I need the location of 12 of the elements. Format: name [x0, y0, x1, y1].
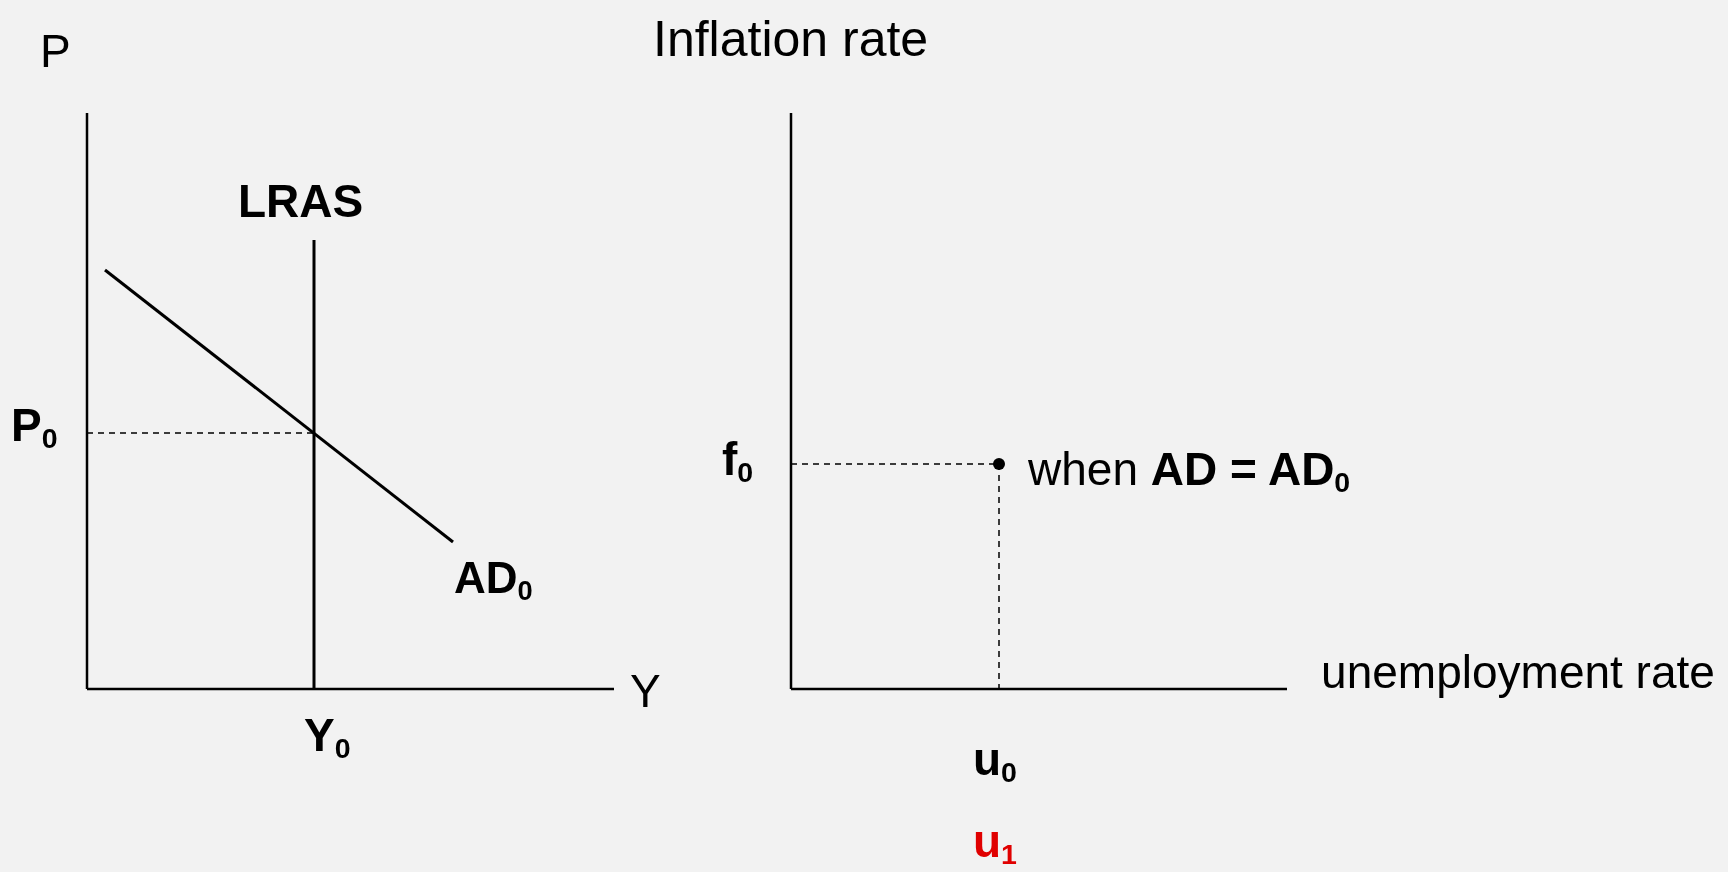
curve-label: AD$_{0}$	[454, 556, 533, 605]
axis-value-label: P$_{0}$	[11, 402, 58, 453]
axis-label: Inflation rate	[653, 14, 929, 64]
axis-label: P	[40, 28, 71, 74]
axis-value-label: u$_{0}$	[973, 736, 1017, 787]
axis-value-label: u$_{1}$	[973, 818, 1017, 869]
axis-label: unemployment rate	[1320, 645, 1716, 700]
curve-label: LRAS	[238, 178, 364, 224]
axis-value-label: f$_{0}$	[722, 436, 754, 487]
point-label: when AD = AD$_{0}$	[1028, 446, 1351, 497]
axis-value-label: Y$_{0}$	[304, 712, 351, 763]
axis-label: Y	[630, 668, 661, 714]
